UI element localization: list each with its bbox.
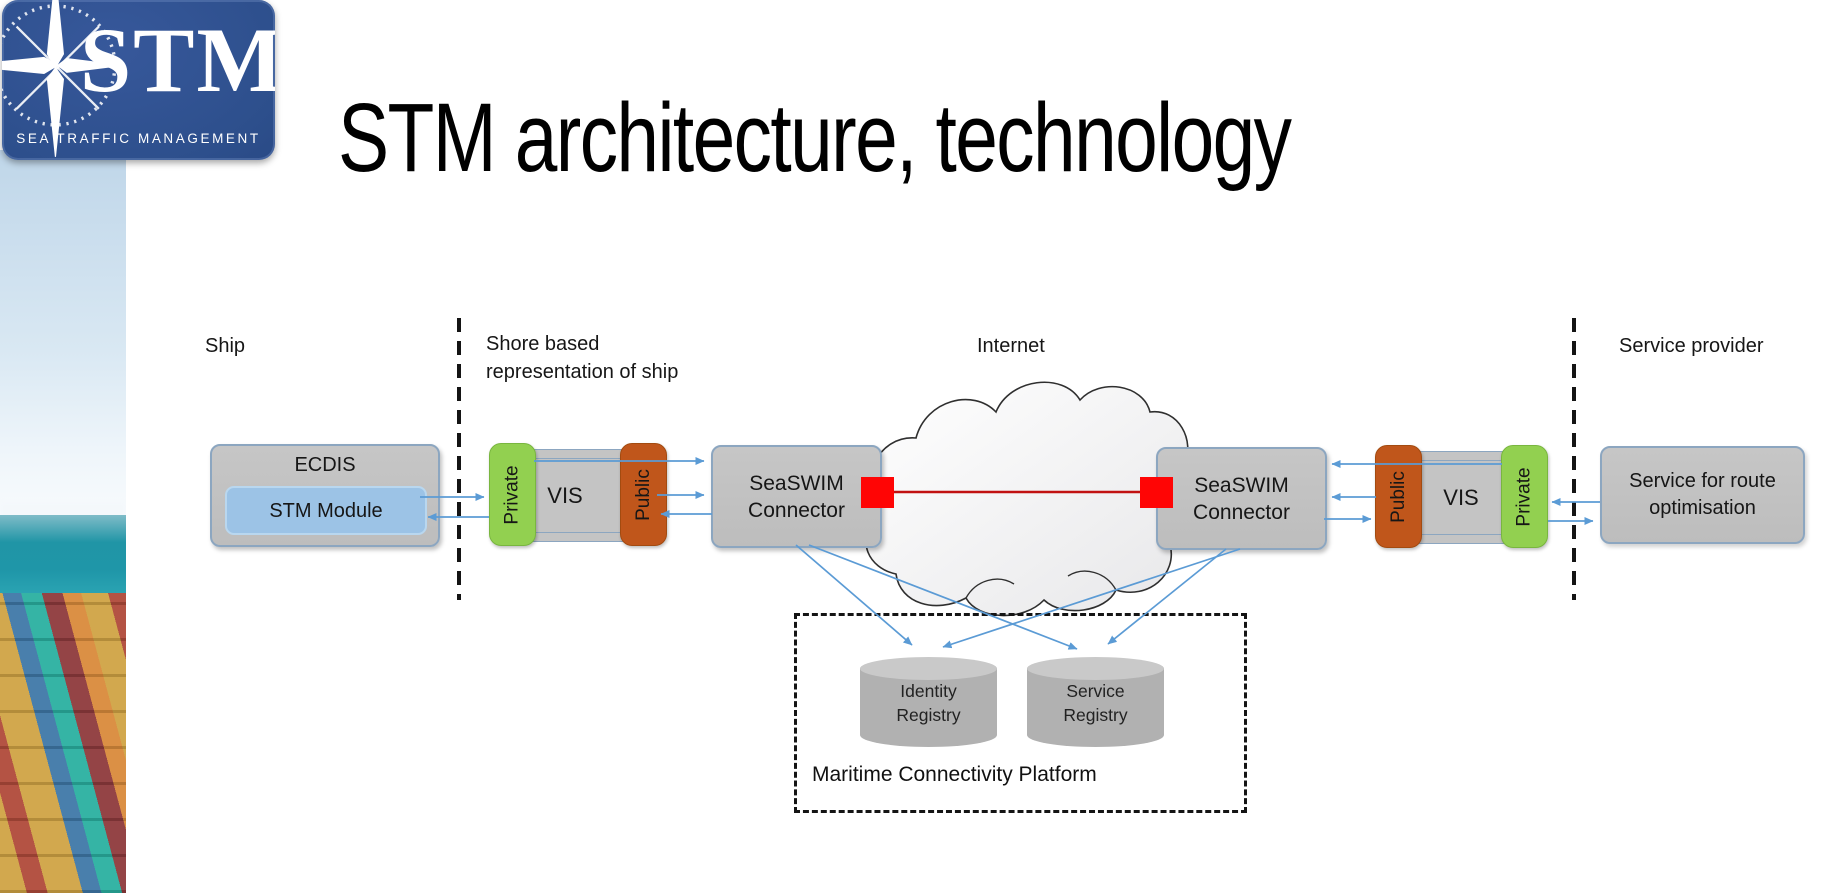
zone-label-internet: Internet [977,335,1045,357]
slide-title: STM architecture, technology [338,83,1292,192]
seaswim-right-line2: Connector [1193,500,1290,524]
provider-divider [1572,318,1576,600]
zone-label-ship: Ship [205,335,246,357]
service-registry-line2: Registry [1063,705,1128,725]
seaswim-connector-left: SeaSWIM Connector [711,445,882,548]
vis-inner-frame-right [1408,460,1514,535]
service-registry-line1: Service [1066,681,1125,701]
public-label-shore: Public [632,468,654,521]
photo-sky [0,150,126,515]
private-label-provider: Private [1513,466,1535,527]
vis-label-shore: VIS [547,482,583,508]
mcp-label: Maritime Connectivity Platform [812,763,1097,786]
service-registry-cylinder: Service Registry [1027,657,1164,750]
identity-registry-label: Identity Registry [860,679,997,727]
vis-inner-frame [501,458,629,533]
ship-shore-divider [457,318,461,600]
private-label-shore: Private [501,464,523,525]
photo-containers [0,593,126,893]
compass-icon [2,0,122,157]
seaswim-left-line2: Connector [748,498,845,522]
stm-module-label: STM Module [269,499,383,522]
private-block-shore: Private [489,443,536,546]
logo-acronym: STM [80,9,275,111]
seaswim-connector-right: SeaSWIM Connector [1156,447,1327,550]
route-service-box: Service for route optimisation [1600,446,1805,544]
stm-logo: STM SEA TRAFFIC MANAGEMENT [2,0,275,160]
identity-registry-line2: Registry [896,705,961,725]
photo-sea [0,515,126,593]
public-block-provider: Public [1375,445,1422,548]
public-label-provider: Public [1387,470,1409,523]
seaswim-right-line1: SeaSWIM [1194,473,1289,497]
identity-registry-cylinder: Identity Registry [860,657,997,750]
cylinder-shape [860,657,997,747]
zone-label-shore-line2: representation of ship [486,361,679,383]
logo-tagline: SEA TRAFFIC MANAGEMENT [16,131,261,146]
cylinder-shape [1027,657,1164,747]
route-service-line1: Service for route [1629,470,1776,492]
identity-registry-line1: Identity [900,681,957,701]
zone-label-service-provider: Service provider [1619,335,1764,357]
vis-box-provider: VIS [1408,451,1514,544]
public-block-shore: Public [620,443,667,546]
route-service-line2: optimisation [1649,497,1756,519]
ecdis-box: ECDIS STM Module [210,444,440,547]
service-registry-label: Service Registry [1027,679,1164,727]
zone-label-shore-line1: Shore based [486,333,600,355]
private-block-provider: Private [1501,445,1548,548]
ecdis-label: ECDIS [294,454,356,476]
vis-label-provider: VIS [1443,484,1479,510]
ship-photo-strip [0,150,126,893]
stm-module-box: STM Module [225,486,427,535]
cloud-shape [865,381,1197,617]
zone-label-shore: Shore based representation of ship [486,330,678,386]
seaswim-left-line1: SeaSWIM [749,471,844,495]
internet-cloud [865,381,1197,617]
